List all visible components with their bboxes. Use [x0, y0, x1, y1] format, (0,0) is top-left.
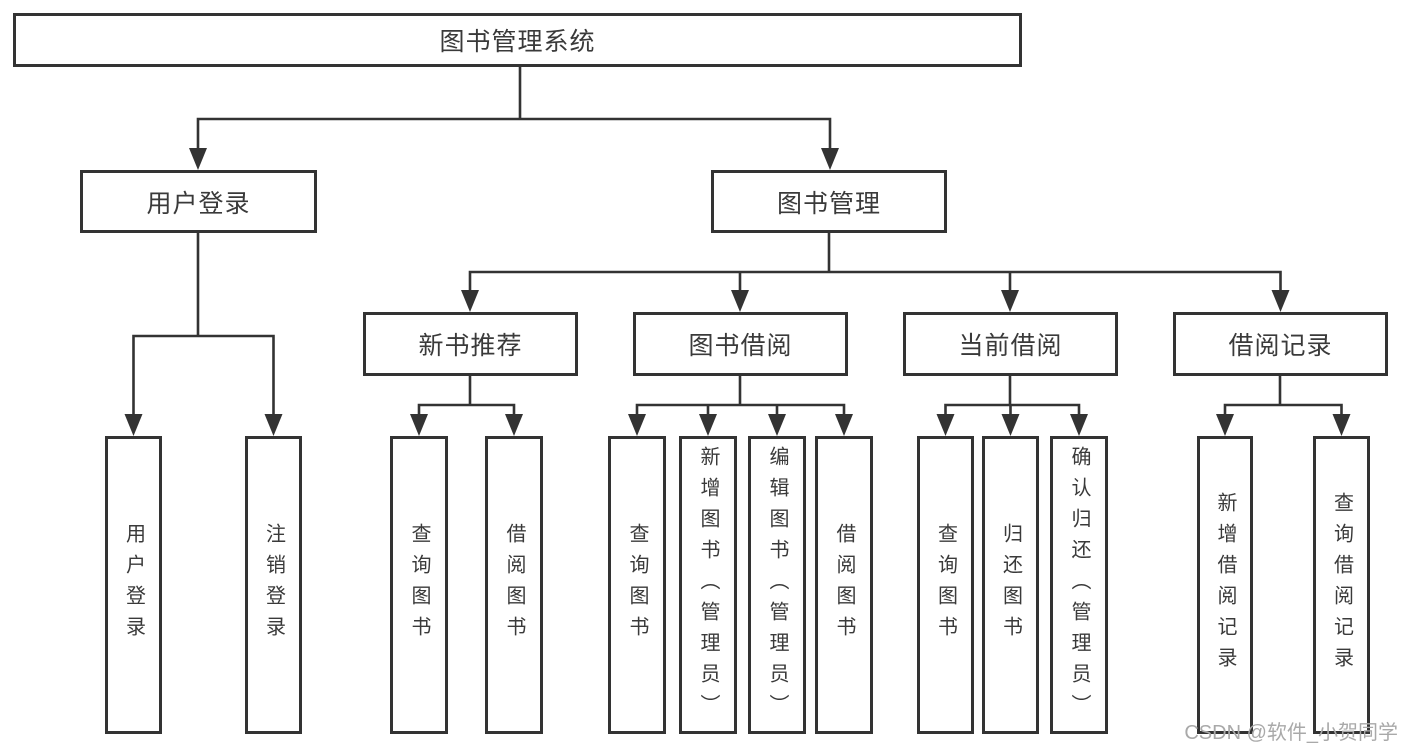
node-new-books: 新书推荐: [363, 312, 578, 376]
leaf-logout: 注销登录: [245, 436, 302, 734]
arrow-down-icon: [505, 414, 523, 436]
leaf-add-books-admin: 新增图书（管理员）: [679, 436, 737, 734]
leaf-user-login: 用户登录: [105, 436, 162, 734]
arrow-down-icon: [1332, 414, 1351, 436]
arrow-down-icon: [768, 414, 786, 436]
connector-book-borrow-split: [635, 374, 846, 415]
leaf-borrow-books-newbooks: 借阅图书: [485, 436, 543, 734]
arrow-down-icon: [461, 290, 479, 312]
arrow-down-icon: [936, 414, 955, 436]
node-current-borrow: 当前借阅: [903, 312, 1118, 376]
leaf-return-books: 归还图书: [982, 436, 1039, 734]
arrow-down-icon: [1271, 290, 1290, 312]
arrow-down-icon: [189, 148, 207, 170]
leaf-query-books-newbooks: 查询图书: [390, 436, 448, 734]
connector-book-mgmt-split: [468, 231, 1282, 291]
node-borrow-records: 借阅记录: [1173, 312, 1388, 376]
connector-user-login-split: [132, 231, 275, 415]
connector-current-borrow-split: [944, 374, 1081, 415]
arrow-down-icon: [821, 148, 839, 170]
leaf-edit-books-admin: 编辑图书（管理员）: [748, 436, 806, 734]
leaf-borrow-books-borrow: 借阅图书: [815, 436, 873, 734]
arrow-down-icon: [1001, 414, 1020, 436]
connector-new-books-split: [417, 374, 516, 415]
arrow-down-icon: [1001, 290, 1019, 312]
arrow-down-icon: [1070, 414, 1088, 436]
leaf-query-books-current: 查询图书: [917, 436, 974, 734]
leaf-add-borrow-record: 新增借阅记录: [1197, 436, 1253, 734]
arrow-down-icon: [628, 414, 646, 436]
arrow-down-icon: [731, 290, 749, 312]
arrow-down-icon: [124, 414, 143, 436]
arrow-down-icon: [835, 414, 853, 436]
leaf-query-borrow-record: 查询借阅记录: [1313, 436, 1370, 734]
arrow-down-icon: [264, 414, 283, 436]
node-book-mgmt: 图书管理: [711, 170, 947, 233]
leaf-confirm-return-admin: 确认归还（管理员）: [1050, 436, 1108, 734]
node-book-borrow: 图书借阅: [633, 312, 848, 376]
arrow-down-icon: [410, 414, 428, 436]
leaf-query-books-borrow: 查询图书: [608, 436, 666, 734]
connector-root-split: [196, 64, 832, 149]
node-user-login: 用户登录: [80, 170, 317, 233]
arrow-down-icon: [1216, 414, 1234, 436]
csdn-watermark: CSDN @软件_小贺同学: [1184, 722, 1398, 744]
connector-borrow-records-split: [1223, 374, 1343, 415]
node-root: 图书管理系统: [13, 13, 1022, 67]
arrow-down-icon: [699, 414, 717, 436]
